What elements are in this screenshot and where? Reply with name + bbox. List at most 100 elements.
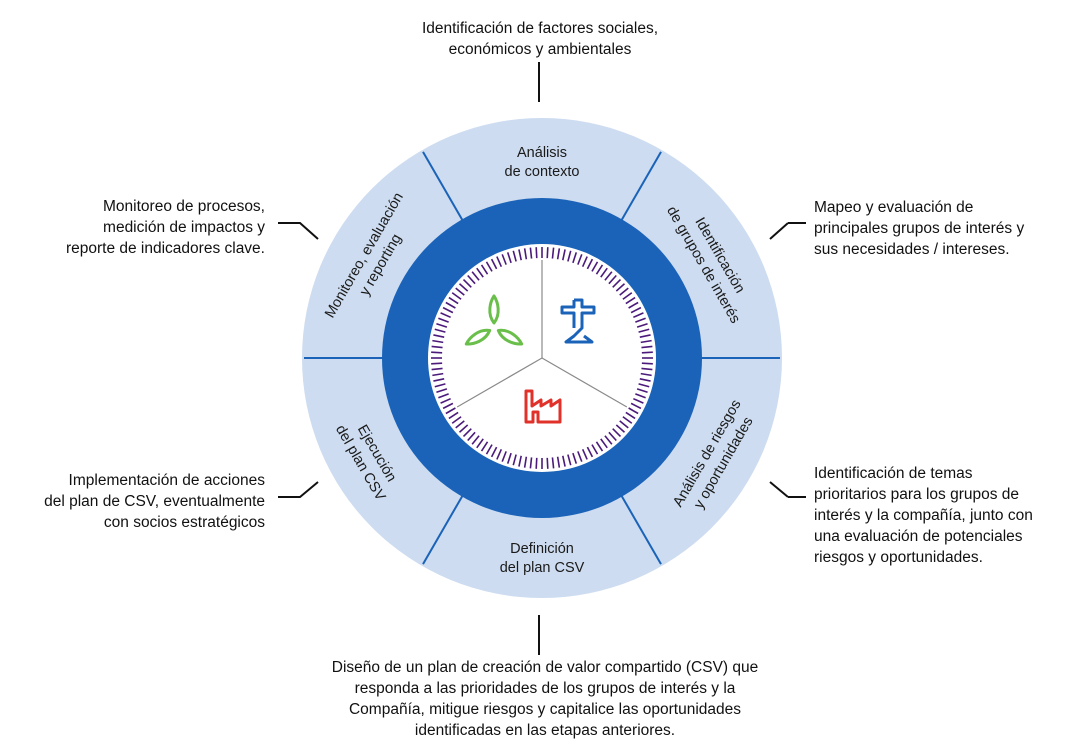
connector-line xyxy=(769,222,806,240)
tick-mark xyxy=(480,264,489,275)
tick-mark xyxy=(608,274,617,285)
description-line: Identificación de temas xyxy=(814,465,973,482)
pie-divider xyxy=(456,357,543,408)
tick-mark xyxy=(529,457,533,469)
tick-mark xyxy=(512,454,517,466)
tick-mark xyxy=(636,322,648,328)
tick-mark xyxy=(490,258,498,270)
tick-mark xyxy=(600,438,608,449)
stage-label-line: del plan CSV xyxy=(500,560,585,576)
description-line: sus necesidades / intereses. xyxy=(814,241,1010,258)
tick-mark xyxy=(628,407,639,415)
tick-mark xyxy=(625,411,636,420)
tick-mark xyxy=(442,306,454,314)
tick-mark xyxy=(512,250,517,262)
tick-mark xyxy=(619,287,629,296)
tick-mark xyxy=(600,267,608,278)
tick-mark xyxy=(556,456,561,468)
connector-line xyxy=(278,222,319,240)
stage-label-line: Definición xyxy=(510,541,574,557)
tick-mark xyxy=(595,441,604,452)
stage-label-definicion: Definición del plan CSV xyxy=(500,541,585,576)
tick-mark xyxy=(438,393,449,399)
tick-mark xyxy=(455,287,465,296)
tick-mark xyxy=(635,393,646,399)
tick-mark xyxy=(622,416,633,424)
tick-mark xyxy=(501,451,507,462)
tick-mark xyxy=(451,292,462,300)
tick-mark xyxy=(641,367,653,371)
tick-mark xyxy=(448,411,459,420)
tick-mark xyxy=(490,446,498,458)
tick-mark xyxy=(615,424,626,433)
pie-divider xyxy=(541,357,628,408)
tick-mark xyxy=(506,252,512,264)
description-line: prioritarios para los grupos de xyxy=(814,486,1020,503)
tick-mark xyxy=(523,456,528,468)
tick-mark xyxy=(572,452,578,464)
tick-mark xyxy=(496,449,503,460)
tick-mark xyxy=(615,283,626,292)
description-line: Mapeo y evaluación de xyxy=(814,199,974,216)
tick-mark xyxy=(546,457,549,469)
tick-mark xyxy=(501,254,507,265)
tick-mark xyxy=(641,351,653,354)
description-line: Implementación de acciones xyxy=(68,472,265,489)
segment-divider xyxy=(620,151,662,221)
segment-dividers xyxy=(304,151,780,565)
tick-mark xyxy=(480,441,489,452)
tick-mark xyxy=(562,455,566,467)
factory-icon xyxy=(524,389,562,424)
tick-mark xyxy=(572,252,578,264)
description-line: reporte de indicadores clave. xyxy=(65,240,265,257)
stage-label-line: Análisis xyxy=(517,145,567,161)
tick-mark xyxy=(586,446,594,458)
tick-mark xyxy=(567,454,572,466)
description-line: interés y la compañía, junto con xyxy=(814,507,1033,524)
tick-mark xyxy=(612,278,622,288)
tick-mark xyxy=(431,351,443,354)
tick-mark xyxy=(506,452,512,464)
tick-mark xyxy=(476,438,484,449)
tick-mark xyxy=(551,247,555,259)
tick-mark xyxy=(638,383,650,388)
description-line: riesgos y oportunidades. xyxy=(814,549,983,566)
tick-mark xyxy=(535,457,538,469)
connector-line xyxy=(769,481,806,498)
tick-mark xyxy=(442,402,454,410)
description-line: con socios estratégicos xyxy=(103,514,265,531)
tick-mark xyxy=(433,378,445,382)
description-line: del plan de CSV, eventualmente xyxy=(44,493,265,510)
segment-divider xyxy=(422,495,464,565)
stage-label-text: Análisis de contexto xyxy=(505,145,580,180)
tick-marks xyxy=(431,247,653,469)
tick-mark xyxy=(436,322,448,328)
tick-mark xyxy=(577,254,583,265)
tick-mark xyxy=(641,345,653,349)
tick-mark xyxy=(567,250,572,262)
tick-mark xyxy=(595,264,604,275)
tick-mark xyxy=(636,388,648,394)
tick-mark xyxy=(628,301,639,309)
tick-mark xyxy=(619,420,629,429)
tick-mark xyxy=(523,248,528,260)
description-grupos: Mapeo y evaluación de principales grupos… xyxy=(814,197,1084,260)
tick-mark xyxy=(431,362,443,365)
tick-mark xyxy=(591,444,599,455)
tick-mark xyxy=(639,378,651,382)
tick-mark xyxy=(581,449,588,460)
transmission-tower-icon xyxy=(560,298,596,344)
tick-mark xyxy=(630,402,642,410)
connectors xyxy=(278,62,806,655)
description-contexto: Identificación de factores sociales, eco… xyxy=(380,18,700,60)
tick-mark xyxy=(639,334,651,338)
tick-mark xyxy=(551,457,555,469)
tick-mark xyxy=(591,261,599,272)
description-riesgos: Identificación de temas prioritarios par… xyxy=(814,463,1084,568)
stage-label-line: de contexto xyxy=(505,164,580,180)
tick-mark xyxy=(471,435,480,445)
connector-line xyxy=(278,481,319,498)
tick-mark xyxy=(471,271,480,281)
description-monitoreo: Monitoreo de procesos, medición de impac… xyxy=(0,196,265,259)
tick-mark xyxy=(467,431,476,442)
